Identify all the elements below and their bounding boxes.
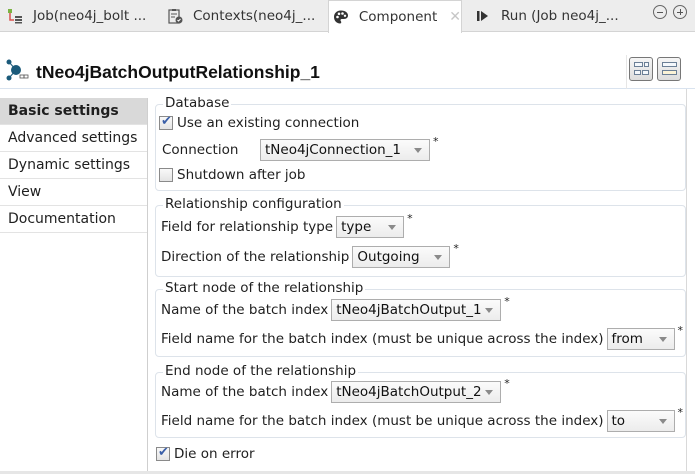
die-on-error-label: Die on error bbox=[174, 446, 255, 462]
shutdown-after-job-label: Shutdown after job bbox=[177, 167, 306, 183]
start-node-group: Start node of the relationship Name of t… bbox=[155, 280, 686, 357]
required-marker: * bbox=[407, 212, 413, 225]
tab-component[interactable]: Component ✕ bbox=[328, 0, 462, 33]
start-field-name-select[interactable]: from bbox=[606, 328, 675, 350]
end-index-name-value: tNeo4jBatchOutput_2 bbox=[336, 384, 482, 400]
tab-contexts-label: Contexts(neo4j_... bbox=[193, 8, 316, 24]
required-marker: * bbox=[453, 242, 459, 255]
sidebar-item-view[interactable]: View bbox=[0, 179, 147, 206]
chevron-down-icon bbox=[478, 300, 500, 320]
database-group-label: Database bbox=[163, 95, 232, 111]
contexts-icon bbox=[166, 7, 184, 25]
relationship-direction-label: Direction of the relationship bbox=[161, 249, 350, 265]
required-marker: * bbox=[504, 377, 510, 390]
end-field-name-value: to bbox=[611, 413, 626, 429]
tab-job-label: Job(neo4j_bolt ... bbox=[33, 8, 147, 24]
relationship-direction-select[interactable]: Outgoing bbox=[352, 246, 451, 268]
close-tab-icon[interactable]: ✕ bbox=[449, 9, 461, 25]
chevron-down-icon bbox=[427, 247, 449, 267]
settings-sidebar: Basic settings Advanced settings Dynamic… bbox=[0, 98, 148, 474]
tab-bar: Job(neo4j_bolt ... Contexts(neo4j_... Co… bbox=[0, 0, 695, 33]
tabbed-view-button[interactable] bbox=[629, 57, 653, 81]
start-field-name-label: Field name for the batch index (must be … bbox=[161, 331, 604, 347]
panel-divider bbox=[686, 89, 687, 474]
start-field-name-value: from bbox=[611, 331, 643, 347]
sidebar-item-documentation[interactable]: Documentation bbox=[0, 206, 147, 233]
sidebar-item-dynamic-settings[interactable]: Dynamic settings bbox=[0, 152, 147, 179]
palette-icon bbox=[333, 8, 350, 26]
start-index-name-value: tNeo4jBatchOutput_1 bbox=[336, 302, 482, 318]
bottom-border bbox=[0, 471, 695, 474]
database-group: Database Use an existing connection Conn… bbox=[155, 95, 686, 191]
connection-label: Connection bbox=[162, 142, 239, 158]
end-node-group: End node of the relationship Name of the… bbox=[155, 363, 686, 438]
shutdown-after-job-checkbox[interactable] bbox=[159, 168, 173, 182]
required-marker: * bbox=[677, 324, 684, 337]
chevron-down-icon bbox=[381, 217, 403, 237]
maximize-icon[interactable] bbox=[673, 5, 687, 19]
neo4j-component-icon bbox=[5, 58, 29, 86]
relationship-config-label: Relationship configuration bbox=[163, 196, 344, 212]
relationship-direction-value: Outgoing bbox=[357, 249, 420, 265]
chevron-down-icon bbox=[652, 329, 674, 349]
relationship-type-value: type bbox=[341, 219, 372, 235]
start-index-name-label: Name of the batch index bbox=[161, 302, 329, 318]
end-node-label: End node of the relationship bbox=[163, 363, 359, 379]
end-field-name-label: Field name for the batch index (must be … bbox=[161, 413, 604, 429]
tab-job[interactable]: Job(neo4j_bolt ... bbox=[6, 0, 146, 32]
chevron-down-icon bbox=[652, 411, 674, 431]
minimize-icon[interactable] bbox=[653, 5, 667, 19]
end-field-name-select[interactable]: to bbox=[606, 410, 675, 432]
job-icon bbox=[6, 7, 24, 25]
sidebar-item-advanced-settings[interactable]: Advanced settings bbox=[0, 125, 147, 152]
die-on-error-checkbox[interactable] bbox=[156, 445, 170, 461]
connection-value: tNeo4jConnection_1 bbox=[265, 142, 402, 158]
end-index-name-select[interactable]: tNeo4jBatchOutput_2 bbox=[331, 381, 502, 403]
connection-select[interactable]: tNeo4jConnection_1 bbox=[260, 139, 430, 161]
use-existing-connection-checkbox[interactable] bbox=[159, 114, 173, 130]
sidebar-item-basic-settings[interactable]: Basic settings bbox=[0, 98, 147, 125]
chevron-down-icon bbox=[407, 140, 429, 160]
end-index-name-label: Name of the batch index bbox=[161, 384, 329, 400]
required-marker: * bbox=[677, 406, 684, 419]
start-index-name-select[interactable]: tNeo4jBatchOutput_1 bbox=[331, 299, 502, 321]
start-node-label: Start node of the relationship bbox=[163, 280, 366, 296]
component-header: tNeo4jBatchOutputRelationship_1 bbox=[0, 55, 695, 89]
tab-contexts[interactable]: Contexts(neo4j_... bbox=[166, 0, 315, 32]
tab-component-label: Component bbox=[358, 9, 438, 25]
required-marker: * bbox=[433, 135, 439, 148]
relationship-config-group: Relationship configuration Field for rel… bbox=[155, 196, 686, 277]
required-marker: * bbox=[504, 295, 510, 308]
relationship-type-select[interactable]: type bbox=[336, 216, 405, 238]
run-icon bbox=[474, 7, 492, 25]
use-existing-connection-label: Use an existing connection bbox=[177, 115, 360, 131]
chevron-down-icon bbox=[478, 382, 500, 402]
tab-run[interactable]: Run (Job neo4j_... bbox=[474, 0, 619, 32]
component-title: tNeo4jBatchOutputRelationship_1 bbox=[36, 61, 320, 82]
relationship-type-label: Field for relationship type bbox=[161, 219, 334, 235]
tab-run-label: Run (Job neo4j_... bbox=[501, 8, 619, 24]
table-view-button[interactable] bbox=[657, 57, 681, 81]
